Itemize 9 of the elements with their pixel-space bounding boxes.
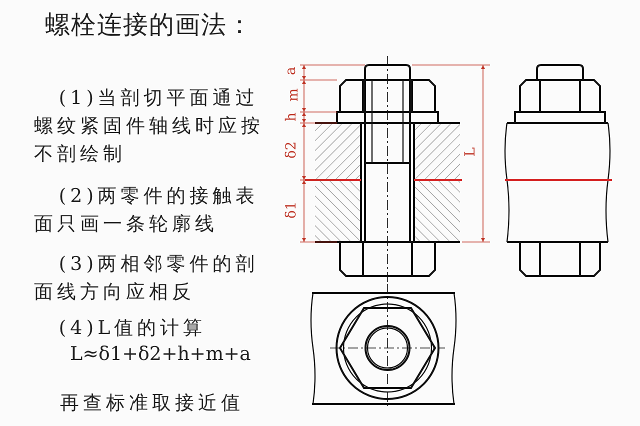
- note-text: (4)L值的计算: [58, 316, 208, 341]
- dimension-label: δ1: [284, 201, 299, 219]
- title: 螺栓连接的画法：: [45, 9, 253, 41]
- note-text: (2)两零件的接触表面只画一条轮廓线: [34, 184, 260, 237]
- formula-text: L≈δ1+δ2+h+m+a: [70, 343, 251, 365]
- note-text: 再查标准取接近值: [60, 391, 244, 416]
- note-text: (3)两相邻零件的剖面线方向应相反: [34, 252, 260, 305]
- dimension-label: δ2: [284, 141, 299, 159]
- note-text: (1)当剖切平面通过螺纹紧固件轴线时应按不剖绘制: [34, 86, 265, 167]
